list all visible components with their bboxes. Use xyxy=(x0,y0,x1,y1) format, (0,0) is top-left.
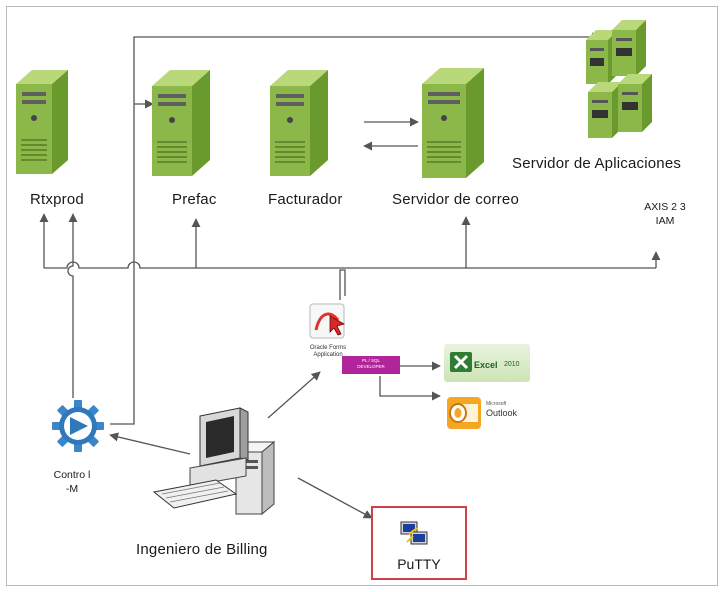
outlook-microsoft: Microsoft xyxy=(486,401,507,407)
workstation-icon xyxy=(152,407,276,516)
putty-label: PuTTY xyxy=(397,556,441,572)
outlook-badge: Microsoft Outlook xyxy=(444,392,534,434)
label-oracle-forms-line2: Application xyxy=(313,352,343,358)
label-servidor-correo: Servidor de correo xyxy=(392,191,519,208)
outlook-icon xyxy=(447,397,481,429)
excel-icon xyxy=(450,352,472,372)
label-rtxprod: Rtxprod xyxy=(30,191,84,208)
excel-2010-badge: Excel 2010 xyxy=(444,344,530,382)
label-control-line1: Contro l xyxy=(53,469,91,481)
outlook-name: Outlook xyxy=(486,408,518,418)
line-controlm-top-bus xyxy=(110,32,601,425)
label-oracle-forms-line1: Oracle Forms xyxy=(309,345,347,351)
label-axis-line1: AXIS 2 3 xyxy=(644,201,686,213)
server-icon-facturador xyxy=(270,70,328,176)
oracle-forms-icon xyxy=(309,303,346,339)
line-engineer-controlm xyxy=(109,432,191,455)
server-icon-correo xyxy=(422,68,484,178)
excel-name: Excel xyxy=(474,360,498,370)
line-engineer-putty xyxy=(297,477,373,519)
plsql-line1: PL / SQL xyxy=(361,358,381,363)
label-prefac: Prefac xyxy=(172,191,217,208)
server-icon-prefac xyxy=(152,70,210,176)
line-bottom-bus xyxy=(44,261,656,269)
label-facturador: Facturador xyxy=(268,191,343,208)
control-m-icon xyxy=(52,400,104,452)
label-axis-line2: IAM xyxy=(655,215,675,227)
label-control-line2: -M xyxy=(65,483,79,495)
server-cluster-icon xyxy=(586,20,652,138)
putty-icon xyxy=(400,521,428,545)
line-controlm-rtxprod xyxy=(67,213,78,398)
line-engineer-oracle xyxy=(267,371,321,419)
excel-version: 2010 xyxy=(504,361,520,368)
plsql-developer-badge: PL / SQL DEVELOPER xyxy=(342,356,400,374)
plsql-line2: DEVELOPER xyxy=(357,364,385,369)
label-ingeniero-billing: Ingeniero de Billing xyxy=(136,541,268,558)
line-plsql-outlook xyxy=(379,376,441,401)
diagram-frame xyxy=(6,6,718,586)
server-icon-rtxprod xyxy=(16,70,68,174)
putty-box: PuTTY xyxy=(371,506,467,580)
line-oracle-bus xyxy=(339,269,346,300)
label-servidor-aplicaciones: Servidor de Aplicaciones xyxy=(512,155,682,172)
